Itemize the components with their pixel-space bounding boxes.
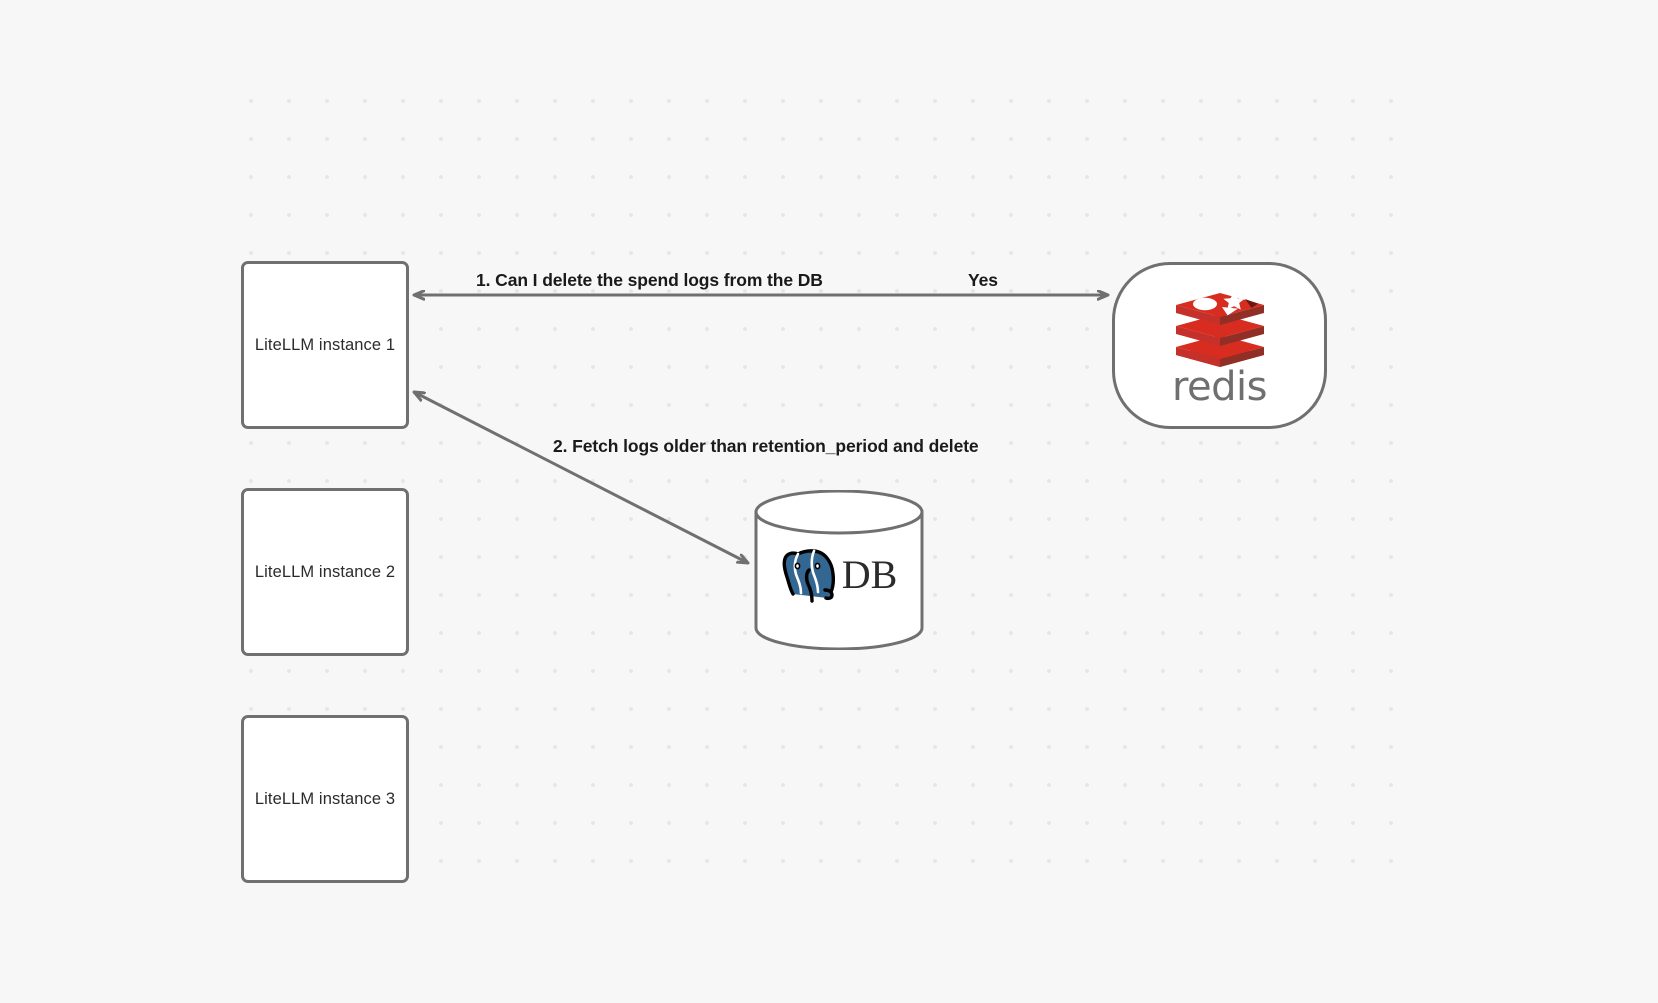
postgresql-elephant-icon (782, 549, 835, 604)
node-litellm-instance-1[interactable]: LiteLLM instance 1 (241, 261, 409, 429)
edge-label-step-1-response: Yes (968, 270, 998, 290)
edge-label-step-2: 2. Fetch logs older than retention_perio… (553, 436, 979, 456)
database-cylinder-icon (754, 490, 924, 650)
node-litellm-instance-1-label: LiteLLM instance 1 (254, 335, 396, 354)
node-litellm-instance-2-label: LiteLLM instance 2 (254, 562, 396, 581)
node-database[interactable]: DB (753, 490, 925, 650)
node-litellm-instance-3-label: LiteLLM instance 3 (254, 789, 396, 808)
edge-label-step-1: 1. Can I delete the spend logs from the … (476, 270, 823, 290)
redis-logo: redis (1115, 265, 1324, 426)
database-label: DB (841, 552, 898, 598)
node-redis[interactable]: redis (1112, 262, 1327, 429)
database-label-row: DB (753, 544, 925, 606)
redis-wordmark: redis (1171, 363, 1268, 410)
node-litellm-instance-2[interactable]: LiteLLM instance 2 (241, 488, 409, 656)
node-litellm-instance-3[interactable]: LiteLLM instance 3 (241, 715, 409, 883)
redis-stack-icon (1175, 292, 1264, 367)
edge-litellm1-db (414, 392, 748, 563)
